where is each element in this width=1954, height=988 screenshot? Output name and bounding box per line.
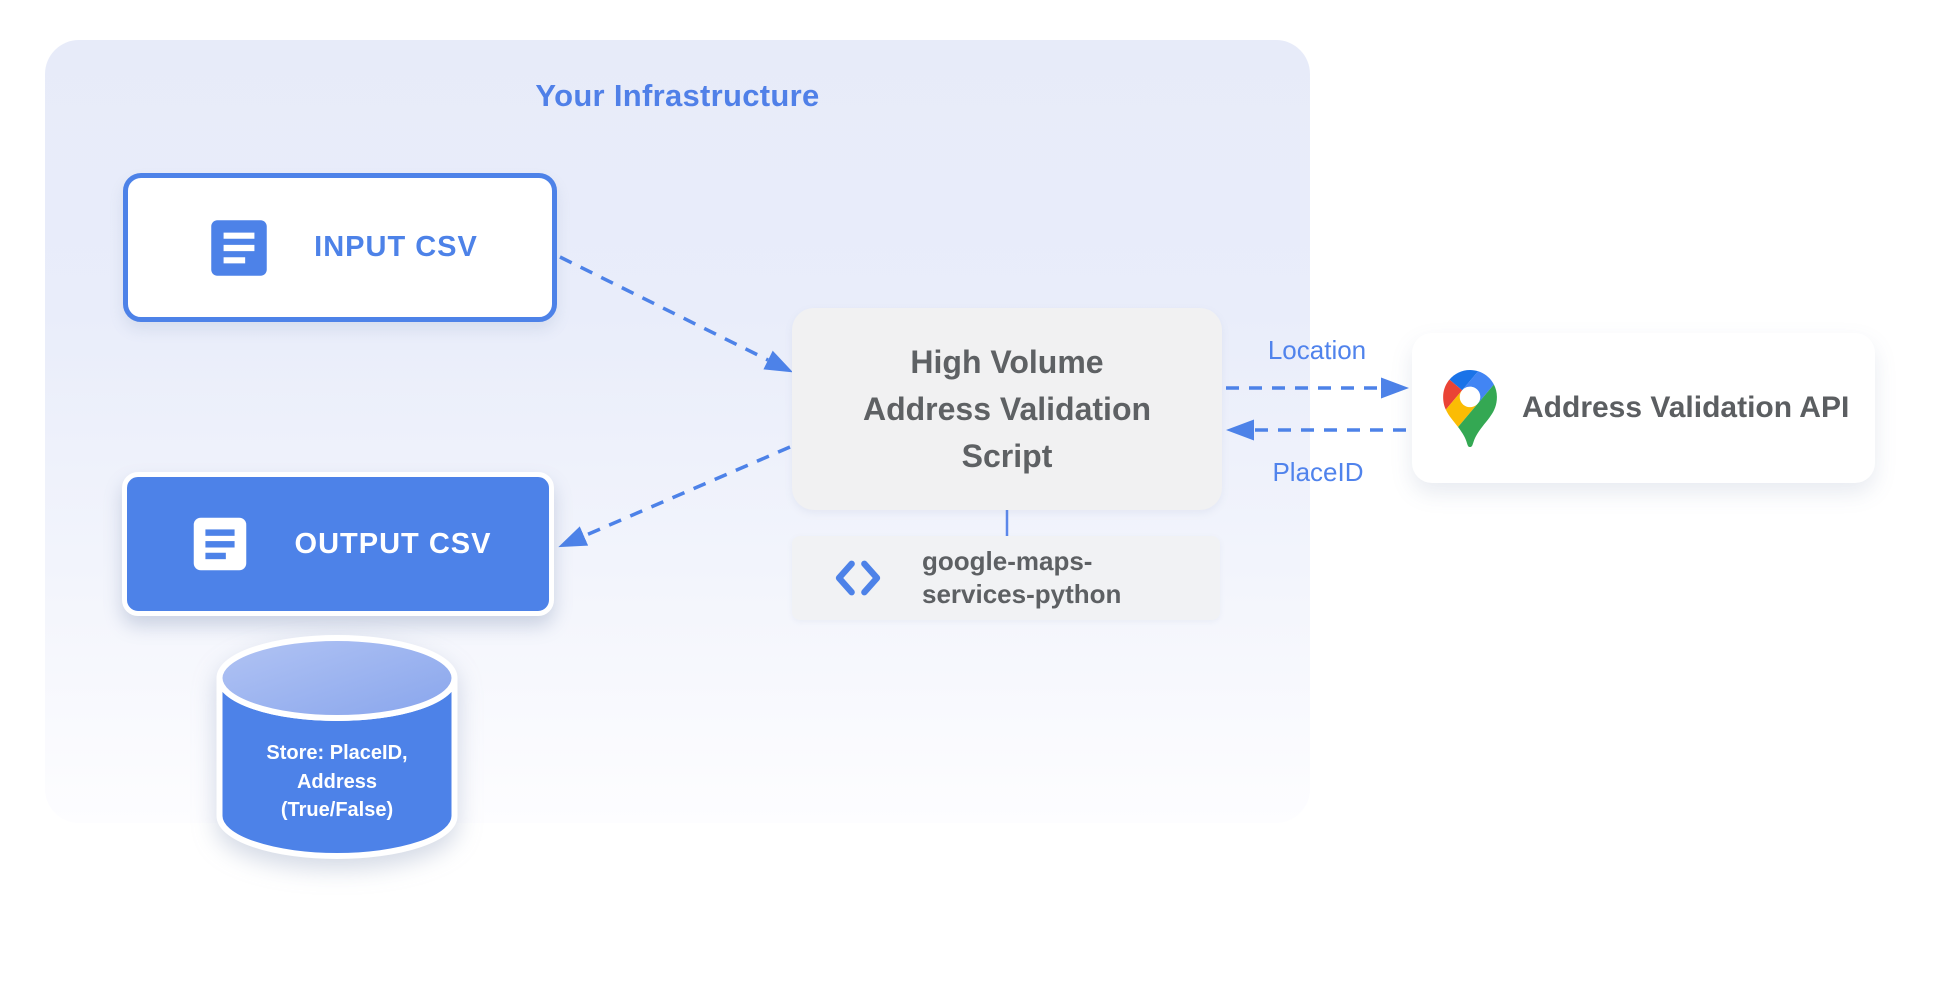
- google-maps-pin-icon: [1443, 369, 1497, 447]
- output-csv-label: OUTPUT CSV: [294, 527, 492, 560]
- infrastructure-title: Your Infrastructure: [535, 78, 820, 113]
- edge-label-placeid: PlaceID: [1272, 457, 1364, 487]
- script-line: Script: [961, 437, 1053, 474]
- edge-label-location: Location: [1267, 335, 1367, 365]
- script-node: High Volume Address Validation Script: [792, 308, 1222, 510]
- api-label: Address Validation API: [1522, 391, 1850, 424]
- arrow-input-to-script: [559, 255, 794, 373]
- input-csv-label: INPUT CSV: [314, 231, 478, 263]
- api-node: Address Validation API: [1412, 333, 1875, 483]
- script-line: Address Validation: [862, 390, 1152, 427]
- datastore-line: Store: PlaceID,: [266, 742, 408, 764]
- document-icon: [193, 517, 246, 571]
- input-csv-node: INPUT CSV: [123, 173, 557, 322]
- code-icon: [835, 560, 881, 596]
- arrow-script-to-output: [558, 445, 791, 548]
- script-line: High Volume: [910, 343, 1104, 380]
- output-csv-node: OUTPUT CSV: [122, 472, 554, 616]
- document-icon: [211, 219, 267, 276]
- library-node: google-maps- services-python: [792, 536, 1220, 620]
- database-cylinder-icon: [216, 635, 458, 859]
- datastore-line: Address: [296, 770, 378, 793]
- library-line: google-maps-: [922, 546, 1093, 576]
- library-line: services-python: [922, 579, 1122, 609]
- datastore-node: Store: PlaceID, Address (True/False): [232, 739, 442, 825]
- datastore-line: (True/False): [280, 799, 394, 821]
